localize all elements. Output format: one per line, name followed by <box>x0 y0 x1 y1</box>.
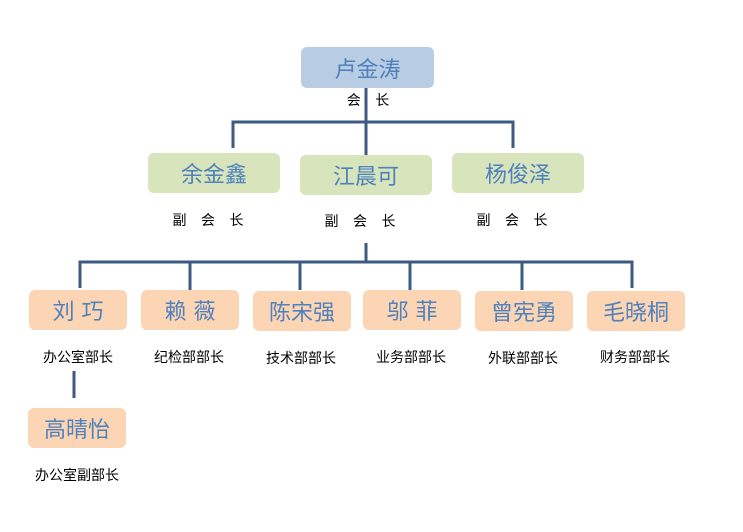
department-name-5: 曾宪勇 <box>490 301 557 326</box>
vice-president-role-1: 副 会 长 <box>172 213 244 229</box>
vice-president-node-2: 江晨可 <box>300 155 432 195</box>
deputy-name: 高晴怡 <box>43 418 110 443</box>
department-role-3: 技术部部长 <box>266 351 336 367</box>
vice-president-role-2: 副 会 长 <box>324 214 396 230</box>
department-role-6: 财务部部长 <box>600 350 670 366</box>
department-role-1: 办公室部长 <box>43 350 113 366</box>
department-role-5: 外联部部长 <box>488 351 558 367</box>
department-node-3: 陈宋强 <box>253 291 351 331</box>
deputy-node: 高晴怡 <box>28 408 126 448</box>
department-name-3: 陈宋强 <box>268 301 335 326</box>
department-node-5: 曾宪勇 <box>475 291 573 331</box>
department-node-1: 刘 巧 <box>29 290 127 330</box>
department-name-4: 邬 菲 <box>386 300 438 325</box>
president-role: 会 长 <box>346 93 390 109</box>
vice-president-node-3: 杨俊泽 <box>452 153 584 193</box>
department-name-2: 赖 薇 <box>164 300 216 325</box>
connector-president-vice <box>231 88 515 148</box>
department-role-4: 业务部部长 <box>376 350 446 366</box>
vice-president-role-3: 副 会 长 <box>476 213 548 229</box>
vice-president-node-1: 余金鑫 <box>148 153 280 193</box>
department-node-2: 赖 薇 <box>141 290 239 330</box>
president-name: 卢金涛 <box>334 57 401 83</box>
deputy-role: 办公室副部长 <box>35 468 119 484</box>
vice-president-name-1: 余金鑫 <box>180 163 247 188</box>
department-name-6: 毛晓桐 <box>602 301 669 326</box>
connector-vice-departments <box>78 243 634 288</box>
department-node-6: 毛晓桐 <box>587 291 685 331</box>
department-role-2: 纪检部部长 <box>154 350 224 366</box>
vice-president-name-3: 杨俊泽 <box>484 163 551 188</box>
department-name-1: 刘 巧 <box>52 300 104 325</box>
department-node-4: 邬 菲 <box>363 290 461 330</box>
president-node: 卢金涛 <box>301 47 434 88</box>
vice-president-name-2: 江晨可 <box>332 165 399 190</box>
